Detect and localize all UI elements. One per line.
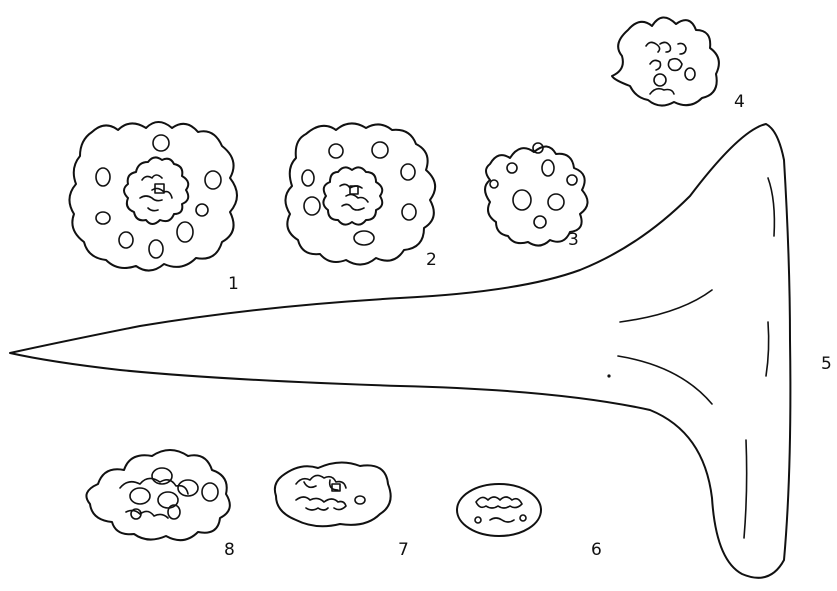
figure-5-longitudinal-outline: 5: [9, 123, 832, 579]
figure-6-label: 6: [591, 540, 602, 560]
figure-1-label: 1: [228, 274, 239, 294]
figure-5-label: 5: [821, 354, 832, 374]
figure-3-label: 3: [568, 230, 579, 250]
figure-4-label: 4: [734, 92, 745, 112]
figure-2-label: 2: [426, 250, 437, 270]
figure-3-cross-section: 3: [484, 142, 589, 250]
figure-8-cross-section: 8: [85, 449, 235, 560]
figure-8-label: 8: [224, 540, 235, 560]
figure-4-cross-section: 4: [611, 16, 745, 112]
figure-2-cross-section: 2: [284, 122, 437, 270]
figure-1-cross-section: 1: [68, 121, 239, 294]
figure-6-cross-section: 6: [456, 483, 602, 560]
figure-7-cross-section: 7: [273, 461, 409, 560]
figure-7-label: 7: [398, 540, 409, 560]
